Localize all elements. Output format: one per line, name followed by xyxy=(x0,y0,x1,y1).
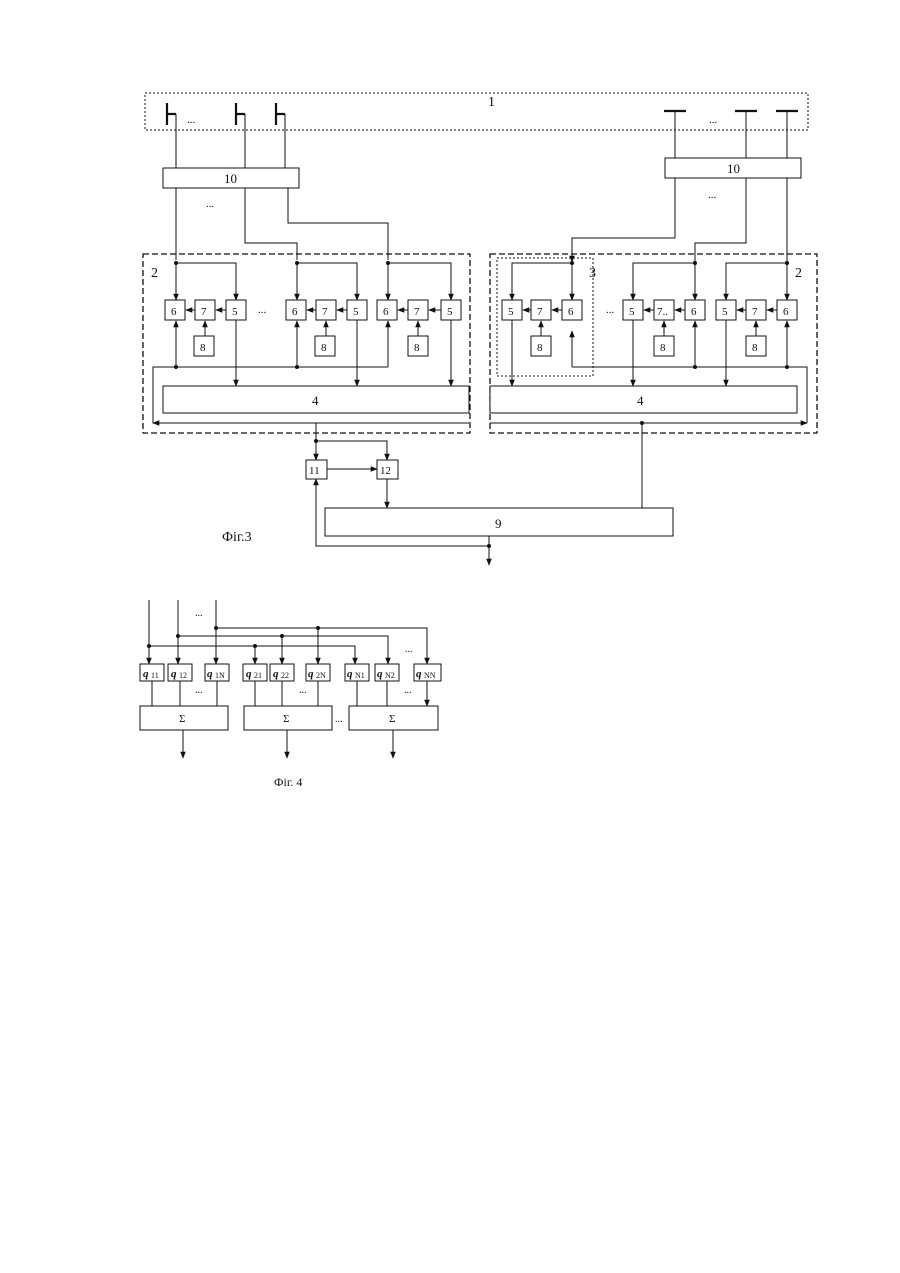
label-4-left: 4 xyxy=(312,393,319,408)
route-10R-a xyxy=(572,178,675,262)
ellipsis-group-left: ... xyxy=(258,304,267,316)
ellipsis-row3: ... xyxy=(404,685,412,696)
q-symbol: q xyxy=(308,668,314,680)
sum-label: Σ xyxy=(283,713,289,725)
weights-to-sum xyxy=(152,681,427,706)
q-symbol: q xyxy=(207,668,213,680)
route-10L-c xyxy=(288,188,388,260)
route-10R-b xyxy=(695,178,746,262)
label-2-left: 2 xyxy=(151,266,158,281)
label-6: 6 xyxy=(691,306,697,318)
ellipsis-buses: ... xyxy=(405,644,413,655)
label-5: 5 xyxy=(353,306,359,318)
ellipsis-group-right: ... xyxy=(606,304,615,316)
q-index: N1 xyxy=(355,671,365,680)
q-symbol: q xyxy=(143,668,149,680)
figure-4: ... ... q 11 q 12 q 1N q 21 q 22 xyxy=(140,600,441,789)
q-symbol: q xyxy=(347,668,353,680)
ellipsis-10-left: ... xyxy=(206,198,215,210)
label-12: 12 xyxy=(380,465,391,477)
label-5: 5 xyxy=(722,306,728,318)
label-6: 6 xyxy=(783,306,789,318)
label-6: 6 xyxy=(171,306,177,318)
ellipsis-sums: ... xyxy=(335,714,343,725)
q-index: 2N xyxy=(316,671,326,680)
label-8: 8 xyxy=(414,342,420,354)
receiver-group-2-left: 2 6 7 5 8 ... 6 7 5 xyxy=(143,254,470,433)
q-symbol: q xyxy=(416,668,422,680)
label-2-right: 2 xyxy=(795,266,802,281)
q-symbol: q xyxy=(246,668,252,680)
label-1: 1 xyxy=(488,95,495,110)
label-10-left: 10 xyxy=(224,171,237,186)
transmitter-group-2-right: 2 3 5 7 6 8 ... 5 xyxy=(490,254,817,433)
label-6: 6 xyxy=(383,306,389,318)
q-index: 11 xyxy=(151,671,159,680)
q-symbol: q xyxy=(171,668,177,680)
label-8: 8 xyxy=(660,342,666,354)
feed-lines-right xyxy=(675,111,787,158)
label-8: 8 xyxy=(752,342,758,354)
ellipsis-row1: ... xyxy=(195,685,203,696)
label-11: 11 xyxy=(309,465,320,477)
q-index: 12 xyxy=(179,671,187,680)
route-10L-b xyxy=(245,188,297,260)
label-10-right: 10 xyxy=(727,161,740,176)
label-7: 7 xyxy=(537,306,543,318)
label-7: 7 xyxy=(322,306,328,318)
label-5: 5 xyxy=(447,306,453,318)
q-symbol: q xyxy=(273,668,279,680)
label-7: 7 xyxy=(201,306,207,318)
block-4-right xyxy=(490,386,797,413)
label-8: 8 xyxy=(537,342,543,354)
antenna-left-1 xyxy=(167,103,176,125)
label-7: 7 xyxy=(414,306,420,318)
label-5: 5 xyxy=(508,306,514,318)
fig3-caption: Фіг.3 xyxy=(222,530,252,545)
ellipsis-left-antennas: ... xyxy=(187,114,196,126)
label-7-dots: 7.. xyxy=(657,306,668,318)
antenna-array-block-1: 1 ... ... xyxy=(145,93,808,130)
antenna-left-3 xyxy=(276,103,285,125)
label-9: 9 xyxy=(495,516,502,531)
q-index: 1N xyxy=(215,671,225,680)
ellipsis-inputs: ... xyxy=(195,608,203,619)
label-4-right: 4 xyxy=(637,393,644,408)
ellipsis-row2: ... xyxy=(299,685,307,696)
label-5: 5 xyxy=(232,306,238,318)
sum-label: Σ xyxy=(389,713,395,725)
ellipsis-10-right: ... xyxy=(708,189,717,201)
label-7: 7 xyxy=(752,306,758,318)
label-8: 8 xyxy=(321,342,327,354)
q-index: NN xyxy=(424,671,436,680)
ellipsis-right-antennas: ... xyxy=(709,114,718,126)
q-index: 22 xyxy=(281,671,289,680)
figure-3: 1 ... ... 10 ... 10 ... xyxy=(143,93,817,565)
antenna-left-2 xyxy=(236,103,245,125)
q-index: 21 xyxy=(254,671,262,680)
fig4-caption: Фіг. 4 xyxy=(274,775,302,789)
sum-label: Σ xyxy=(179,713,185,725)
label-6: 6 xyxy=(292,306,298,318)
label-3: 3 xyxy=(589,266,596,281)
label-5: 5 xyxy=(629,306,635,318)
label-6: 6 xyxy=(568,306,574,318)
q-index: N2 xyxy=(385,671,395,680)
label-8: 8 xyxy=(200,342,206,354)
q-symbol: q xyxy=(377,668,383,680)
